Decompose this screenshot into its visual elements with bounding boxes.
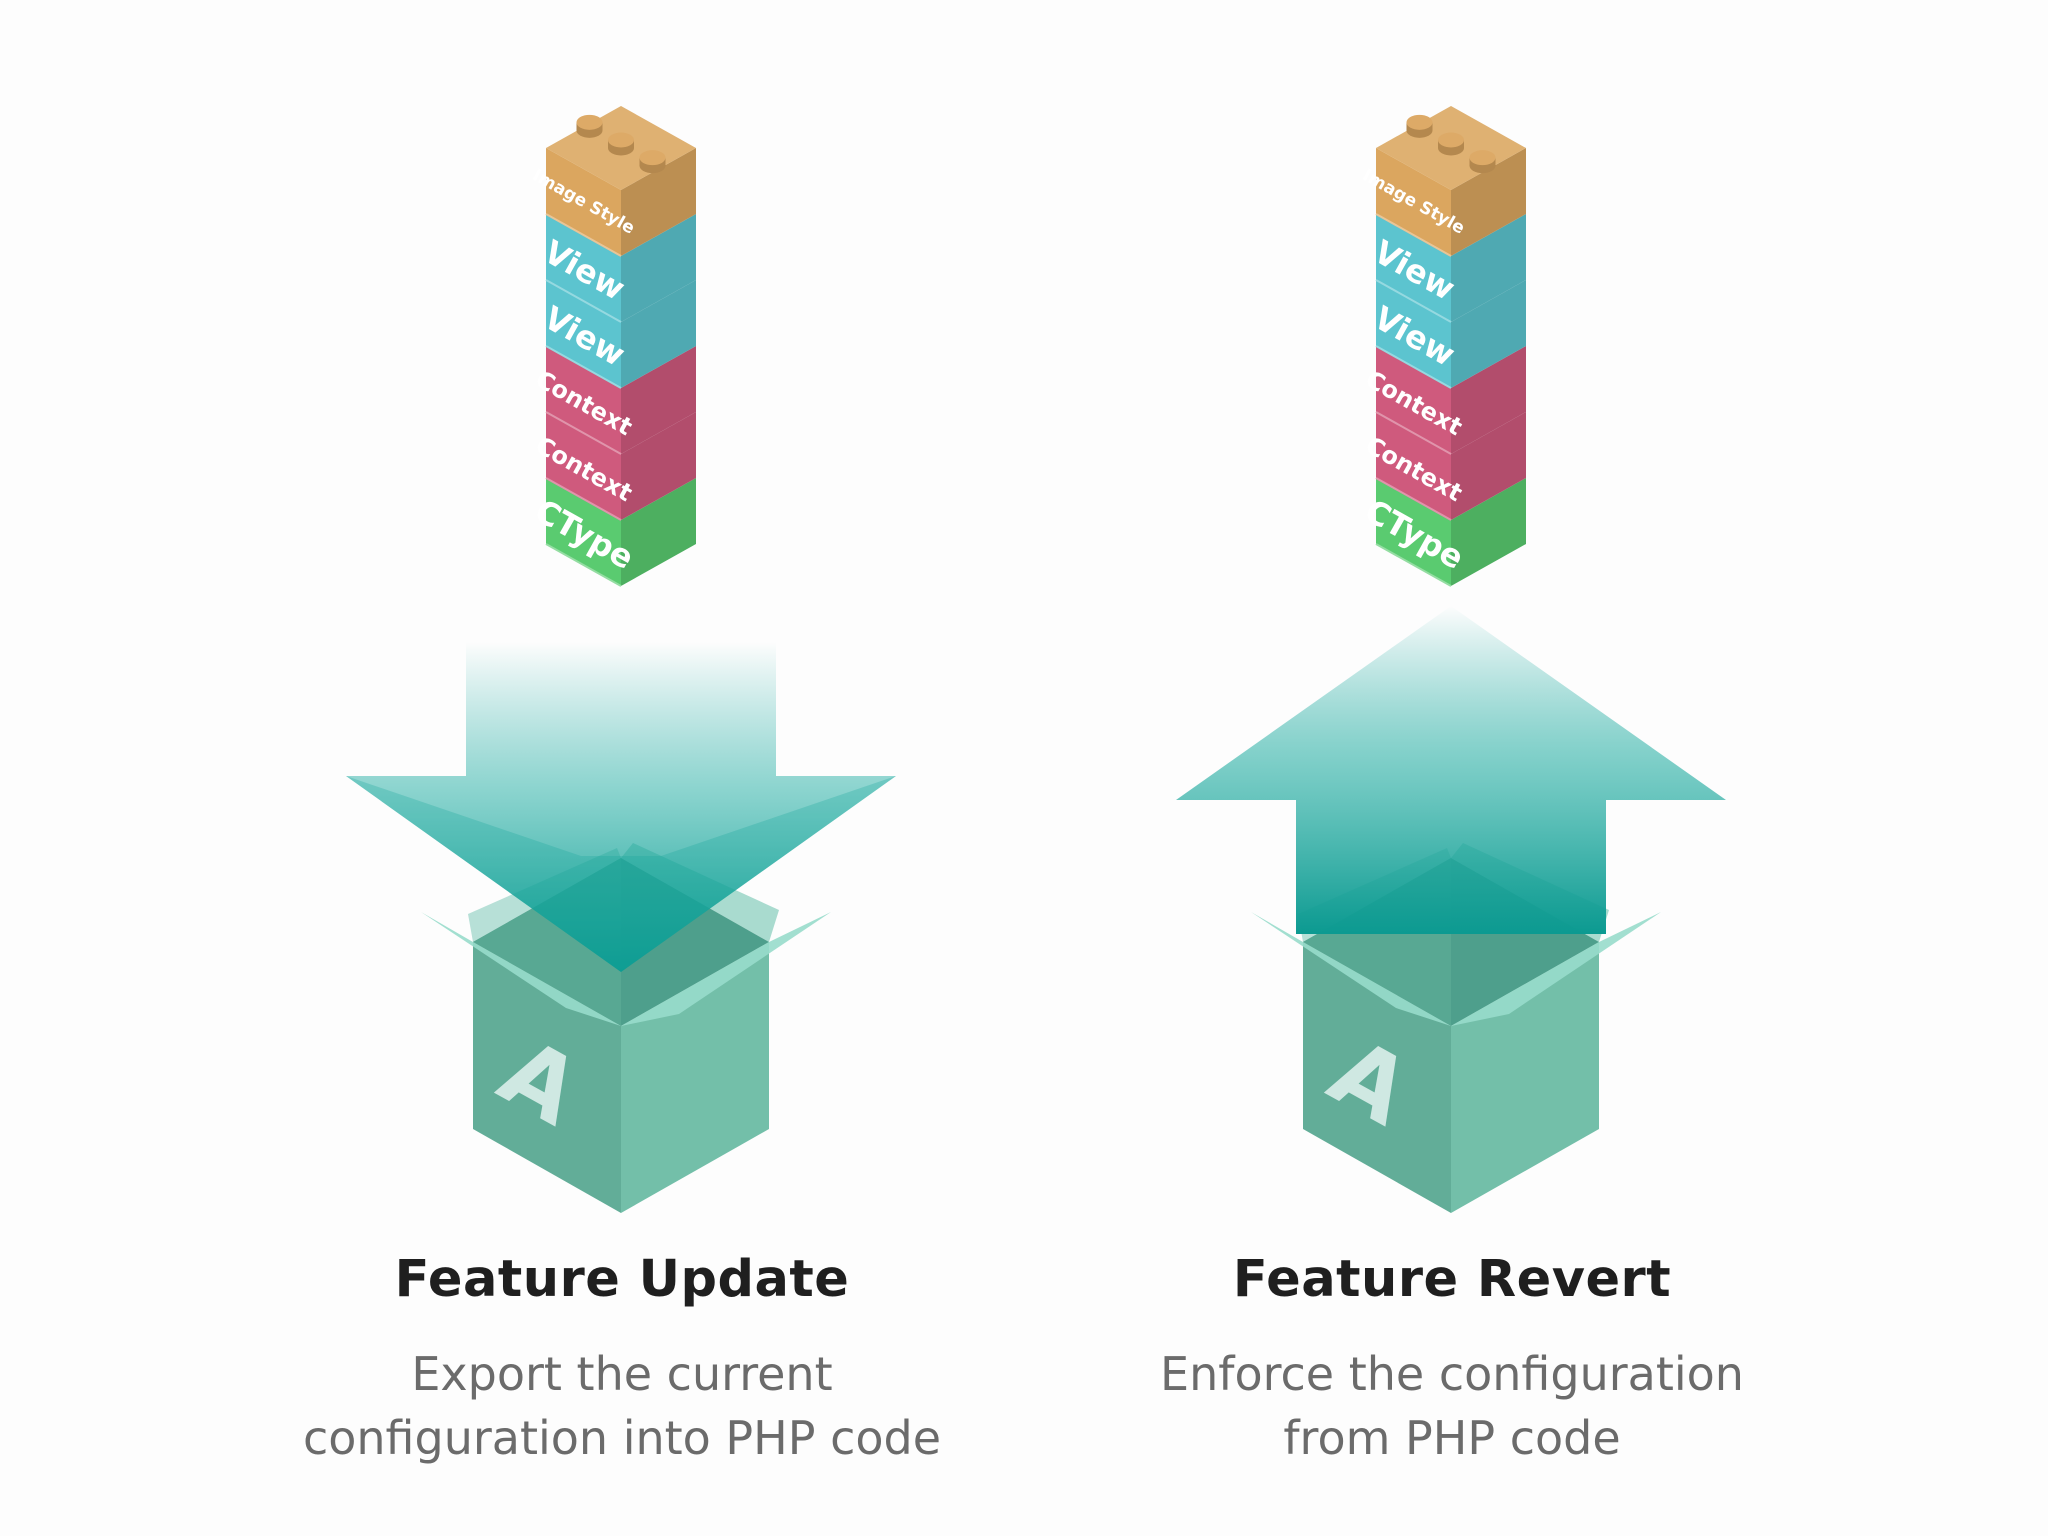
- brick-stud: [1469, 150, 1496, 174]
- box-flap-front-right: [621, 912, 831, 1026]
- brick-seam: [545, 213, 622, 257]
- brick-front-face: [1376, 478, 1451, 586]
- stack-brick: Image Style: [529, 148, 696, 257]
- brick-side-face: [1451, 214, 1526, 322]
- stud-top: [576, 114, 603, 130]
- stud-top: [639, 150, 666, 166]
- brick-front-face: [1376, 148, 1451, 256]
- brick-front-face: [546, 280, 621, 388]
- brick-front-face: [546, 148, 621, 256]
- brick-seam: [1375, 543, 1452, 587]
- brick-stud: [576, 114, 603, 138]
- feature-update-description-line-1: Export the current: [411, 1347, 833, 1401]
- feature-update-description: Export the current configuration into PH…: [222, 1342, 1022, 1470]
- stud-top: [1438, 132, 1464, 148]
- stack-brick: View: [537, 214, 696, 323]
- brick-seam: [545, 543, 622, 587]
- up-arrow: [1176, 606, 1726, 934]
- brick-seam: [1375, 411, 1452, 455]
- brick-stud: [639, 150, 666, 174]
- stud-top: [608, 132, 634, 148]
- brick-seam: [545, 411, 622, 455]
- brick-stud: [1406, 114, 1433, 138]
- feature-revert-description-line-2: from PHP code: [1283, 1411, 1621, 1465]
- brick-front-face: [1376, 214, 1451, 322]
- brick-side-face: [1451, 478, 1526, 586]
- down-arrow: [346, 642, 896, 972]
- brick-seam: [1375, 477, 1452, 521]
- feature-revert-art: A: [1176, 606, 1726, 1213]
- brick-side-face: [621, 346, 696, 454]
- brick-side-face: [1451, 346, 1526, 454]
- brick-seam: [1375, 345, 1452, 389]
- brick-side-face: [621, 412, 696, 520]
- brick-stud: [1438, 132, 1464, 156]
- stack-brick: View: [1367, 280, 1526, 389]
- feature-update-art: A: [346, 642, 896, 1213]
- stud-top: [1406, 114, 1433, 130]
- brick-front-face: [1376, 346, 1451, 454]
- stud-top: [1469, 150, 1496, 166]
- brick-side-face: [1451, 412, 1526, 520]
- brick-front-face: [546, 478, 621, 586]
- down-arrow-head-shade: [346, 776, 896, 972]
- brick-front-face: [546, 214, 621, 322]
- brick-seam: [545, 279, 622, 323]
- brick-front-face: [1376, 412, 1451, 520]
- feature-revert-description-line-1: Enforce the configuration: [1160, 1347, 1744, 1401]
- brick-front-face: [546, 346, 621, 454]
- box-flap-front-right: [1451, 912, 1661, 1026]
- brick-side-face: [621, 148, 696, 256]
- brick-side-face: [1451, 280, 1526, 388]
- brick-side-face: [621, 280, 696, 388]
- brick-side-face: [1451, 148, 1526, 256]
- brick-seam: [1375, 279, 1452, 323]
- feature-update-description-line-2: configuration into PHP code: [302, 1411, 942, 1465]
- brick-stud: [608, 132, 634, 156]
- brick-seam: [545, 477, 622, 521]
- feature-revert-title: Feature Revert: [1232, 1250, 1672, 1309]
- brick-side-face: [621, 214, 696, 322]
- brick-seam: [545, 345, 622, 389]
- feature-revert-description: Enforce the configuration from PHP code: [1052, 1342, 1852, 1470]
- brick-front-face: [1376, 280, 1451, 388]
- brick-seam: [1375, 213, 1452, 257]
- brick-front-face: [546, 412, 621, 520]
- stack-brick: Context: [531, 346, 696, 455]
- brick-side-face: [621, 478, 696, 586]
- feature-update-title: Feature Update: [394, 1250, 850, 1309]
